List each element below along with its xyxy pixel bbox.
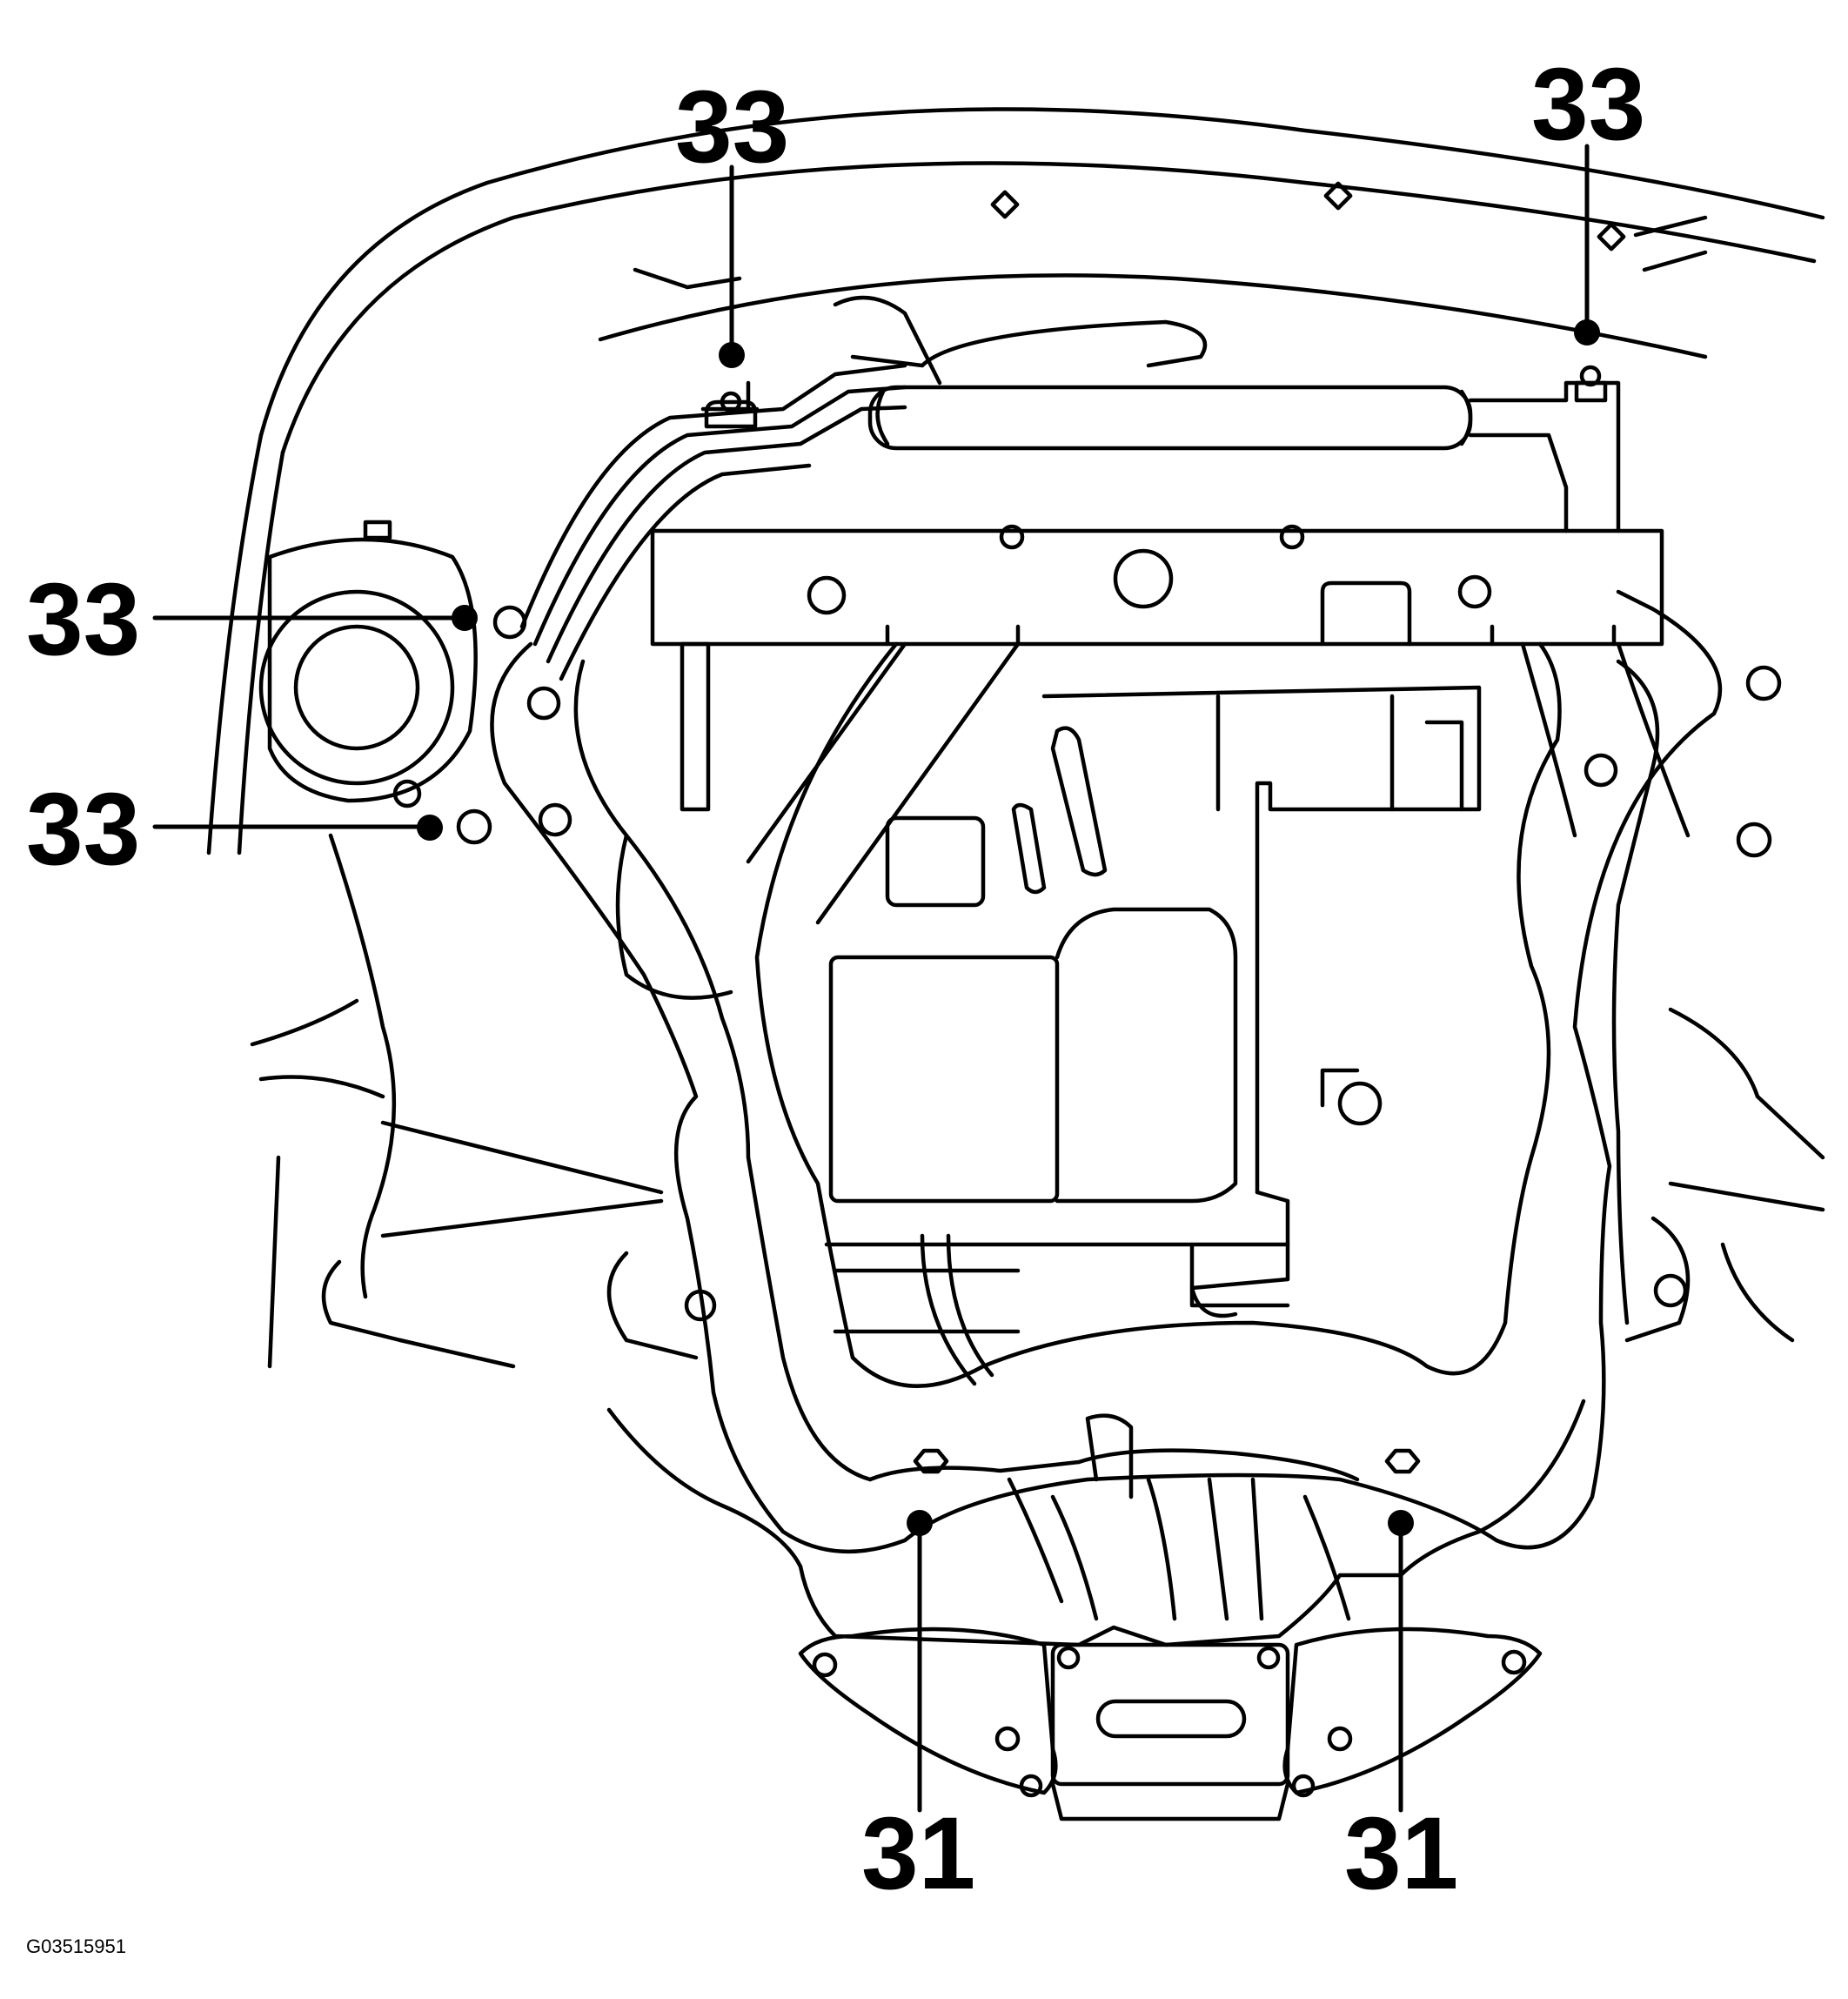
callout-label: 33 <box>675 70 789 184</box>
callout-dot <box>452 605 478 631</box>
callout-33-top-left: 33 <box>675 70 789 368</box>
callout-33-top-right: 33 <box>1531 47 1645 345</box>
callout-33-left-upper: 33 <box>26 562 478 677</box>
bolt-nuts <box>456 365 1608 1474</box>
callout-31-bottom-right: 31 <box>1344 1510 1458 1911</box>
callout-label: 33 <box>1531 47 1645 162</box>
figure-id-label: G03515951 <box>26 1935 126 1957</box>
callout-dot <box>907 1510 933 1536</box>
lower-mount <box>606 1399 1586 1821</box>
callout-dot <box>1388 1510 1414 1536</box>
callout-33-left-lower: 33 <box>26 772 443 887</box>
wheel-arch-outline <box>206 107 1825 855</box>
engine-block <box>680 641 1482 1386</box>
callout-label: 31 <box>861 1796 975 1911</box>
crossbar <box>650 524 1664 647</box>
left-control-arm <box>250 833 664 1369</box>
upper-pipes <box>519 295 1621 681</box>
subframe <box>490 589 1782 1554</box>
callout-dot <box>719 342 745 368</box>
callout-label: 31 <box>1344 1796 1458 1911</box>
callout-label: 33 <box>26 772 140 887</box>
callout-label: 33 <box>26 562 140 677</box>
strut-mount <box>258 520 478 808</box>
callout-31-bottom-left: 31 <box>861 1510 975 1911</box>
callout-dot <box>417 815 443 841</box>
right-control-arm <box>1668 1007 1825 1343</box>
callout-dot <box>1574 319 1600 345</box>
